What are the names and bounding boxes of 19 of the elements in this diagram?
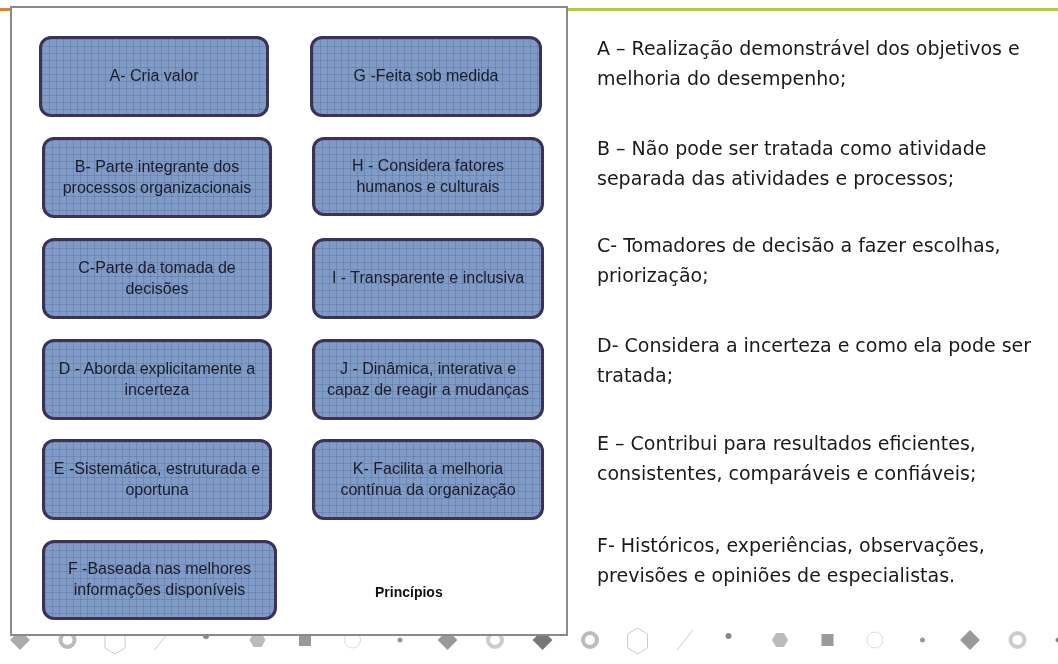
principle-box: J - Dinâmica, interativa e capaz de reagir a mudanças bbox=[312, 339, 544, 420]
principle-box: G -Feita sob medida bbox=[310, 36, 542, 117]
slide-panel bbox=[10, 6, 568, 636]
principle-box: I - Transparente e inclusiva bbox=[312, 238, 544, 319]
principle-box: E -Sistemática, estruturada e oportuna bbox=[42, 439, 272, 520]
panel-title: Princípios bbox=[375, 584, 443, 600]
principle-box: A- Cria valor bbox=[39, 36, 269, 117]
description-text: B – Não pode ser tratada como atividade separada das atividades e processos; bbox=[597, 136, 988, 191]
principle-box: C-Parte da tomada de decisões bbox=[42, 238, 272, 319]
principle-box: B- Parte integrante dos processos organizacionais bbox=[42, 137, 272, 218]
principle-box: H - Considera fatores humanos e culturais bbox=[312, 137, 544, 216]
description-text: C- Tomadores de decisão a fazer escolhas, priorização; bbox=[597, 233, 1002, 288]
principle-box: K- Facilita a melhoria contínua da organização bbox=[312, 439, 544, 520]
description-text: F- Históricos, experiências, observações, previsões e opiniões de especialistas. bbox=[597, 533, 986, 588]
description-text: E – Contribui para resultados eficientes, consistentes, comparáveis e confiáveis; bbox=[597, 431, 978, 486]
principle-box: D - Aborda explicitamente a incerteza bbox=[42, 339, 272, 420]
principle-box: F -Baseada nas melhores informações disponíveis bbox=[42, 540, 277, 620]
description-text: D- Considera a incerteza e como ela pode ser tratada; bbox=[597, 333, 1033, 388]
description-text: A – Realização demonstrável dos objetivos e melhoria do desempenho; bbox=[597, 36, 1021, 91]
